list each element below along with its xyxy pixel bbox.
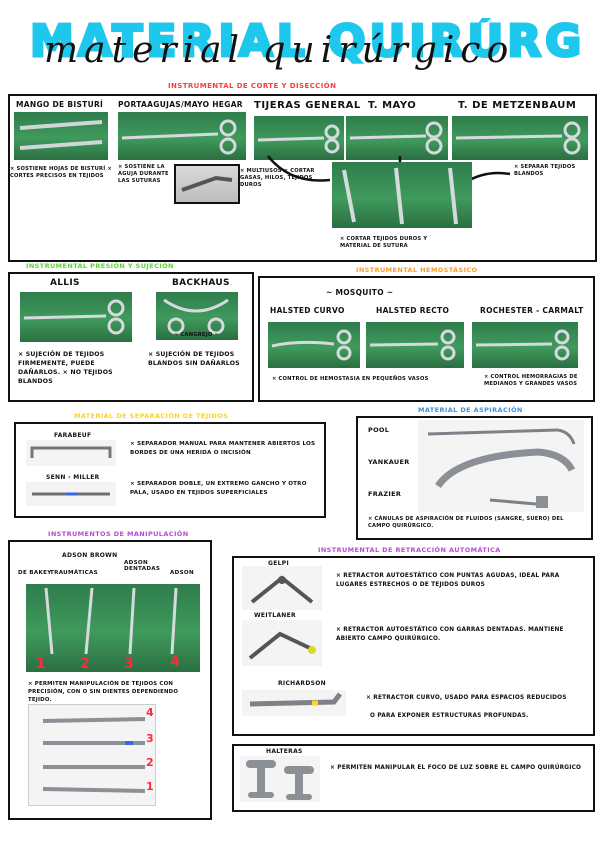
label-halsted-curvo: HALSTED CURVO	[270, 306, 345, 315]
label-rochester: ROCHESTER - CARMALT	[480, 306, 584, 315]
badge-h-2: 2	[146, 756, 154, 769]
label-richardson: RICHARDSON	[278, 680, 326, 687]
note-hemostasico-2: × CONTROL HEMORRAGIAS DE MEDIANOS Y GRAN…	[484, 374, 578, 387]
photo-weitlaner	[242, 620, 322, 666]
note-mango: × SOSTIENE HOJAS DE BISTURÍ × CORTES PRE…	[10, 166, 112, 179]
note-halteras: × PERMITEN MANIPULAR EL FOCO DE LUZ SOBR…	[330, 765, 582, 771]
label-t-mayo: T. MAYO	[368, 100, 417, 111]
badge-h-4: 4	[146, 706, 154, 719]
photo-halsted-recto	[366, 322, 464, 368]
note-senn-miller: × SEPARADOR DOBLE, UN EXTREMO GANCHO Y O…	[130, 481, 307, 496]
photo-pinzas	[26, 584, 200, 672]
note-portaagujas: × SOSTIENE LA AGUJA DURANTE LAS SUTURAS	[118, 164, 169, 184]
note-allis: × SUJECIÓN DE TEJIDOS FIRMEMENTE, PUEDE …	[18, 351, 113, 385]
badge-3: 3	[124, 656, 134, 672]
section-title-presion: INSTRUMENTAL PRESIÓN Y SUJECIÓN	[26, 262, 174, 270]
section-title-hemostasico: INSTRUMENTAL HEMOSTÁSICO	[356, 266, 478, 274]
label-t-metzenbaum: T. DE METZENBAUM	[458, 100, 577, 111]
note-farabeuf: × SEPARADOR MANUAL PARA MANTENER ABIERTO…	[130, 441, 316, 456]
label-adson: ADSON	[170, 570, 194, 576]
photo-tijeras-puntas	[332, 162, 472, 228]
photo-tijeras-general	[254, 116, 344, 160]
tag-cangrejo: ~ CANGREJO ~	[174, 332, 220, 338]
label-adson-dentadas: ADSON DENTADAS	[124, 560, 161, 572]
label-weitlaner: WEITLANER	[254, 612, 296, 619]
note-richardson-1: × RETRACTOR CURVO, USADO PARA ESPACIOS R…	[366, 695, 567, 701]
badge-2: 2	[80, 656, 90, 672]
note-gelpi: × RETRACTOR AUTOESTÁTICO CON PUNTAS AGUD…	[336, 573, 560, 588]
label-pool: POOL	[368, 426, 390, 434]
label-tijeras-general: TIJERAS GENERAL	[254, 100, 361, 111]
section-title-corte: INSTRUMENTAL DE CORTE Y DISECCIÓN	[168, 82, 337, 90]
title-script: material quirúrgico	[44, 30, 514, 71]
label-allis: ALLIS	[50, 278, 80, 288]
photo-halsted-curvo	[268, 322, 360, 368]
photo-t-metzenbaum	[452, 116, 588, 160]
label-halteras: HALTERAS	[266, 748, 303, 755]
label-gelpi: GELPI	[268, 560, 289, 567]
label-backhaus: BACKHAUS	[172, 278, 230, 288]
photo-portaagujas-detalle	[174, 164, 240, 204]
label-frazier: FRAZIER	[368, 490, 402, 498]
note-metzenbaum: × SEPARAR TEJIDOS BLANDOS	[514, 164, 576, 177]
section-title-separacion: MATERIAL DE SEPARACIÓN DE TEJIDOS	[74, 412, 229, 420]
note-hemostasico-1: × CONTROL DE HEMOSTASIA EN PEQUEÑOS VASO…	[272, 376, 429, 382]
note-backhaus: × SUJECIÓN DE TEJIDOS BLANDOS SIN DAÑARL…	[148, 351, 240, 367]
hemostasico-subtitle: ~ MOSQUITO ~	[326, 288, 394, 297]
label-mango-bisturi: MANGO DE BISTURÍ	[16, 100, 104, 109]
note-tijeras: × MULTIUSOS × CORTAR GASAS, HILOS, TEJID…	[240, 168, 315, 188]
label-traumaticas: TRAUMÁTICAS	[50, 570, 98, 576]
photo-allis	[20, 292, 132, 342]
note-weitlaner: × RETRACTOR AUTOESTÁTICO CON GARRAS DENT…	[336, 627, 564, 642]
photo-richardson	[242, 690, 346, 716]
label-senn-miller: SENN - MILLER	[46, 474, 100, 481]
photo-t-mayo	[346, 116, 448, 160]
photo-portaagujas	[118, 112, 246, 160]
label-adson-brown: ADSON BROWN	[62, 552, 118, 559]
badge-h-3: 3	[146, 732, 154, 745]
label-yankauer: YANKAUER	[368, 458, 410, 466]
photo-rochester	[472, 322, 578, 368]
note-richardson-2: O PARA EXPONER ESTRUCTURAS PROFUNDAS.	[370, 713, 529, 719]
photo-senn-miller	[26, 482, 116, 506]
note-manipulacion: × PERMITEN MANIPULACIÓN DE TEJIDOS CON P…	[28, 681, 179, 703]
photo-halteras	[240, 756, 320, 802]
label-halsted-recto: HALSTED RECTO	[376, 306, 450, 315]
section-title-manipulacion: INSTRUMENTOS DE MANIPULACIÓN	[48, 530, 189, 538]
badge-1: 1	[36, 656, 46, 672]
section-title-retraccion: INSTRUMENTAL DE RETRACCIÓN AUTOMÁTICA	[318, 546, 501, 554]
note-aspiracion: × CÁNULAS DE ASPIRACIÓN DE FLUIDOS (SANG…	[368, 516, 564, 529]
note-mayo: × CORTAR TEJIDOS DUROS Y MATERIAL DE SUT…	[340, 236, 428, 249]
photo-gelpi	[242, 566, 322, 610]
section-title-aspiracion: MATERIAL DE ASPIRACIÓN	[418, 406, 523, 414]
badge-h-1: 1	[146, 780, 154, 793]
badge-4: 4	[170, 654, 180, 670]
svg-text:MATERIAL QUIRÚRGICO: MATERIAL QUIRÚRGICO	[30, 18, 580, 67]
page-title: MATERIAL QUIRÚRGICO material quirúrgico	[29, 18, 581, 71]
label-portaagujas: PORTAAGUJAS/MAYO HEGAR	[118, 100, 243, 109]
photo-farabeuf	[26, 440, 116, 466]
label-farabeuf: FARABEUF	[54, 432, 92, 439]
photo-pinzas-horizontal	[28, 704, 156, 806]
photo-backhaus	[156, 292, 238, 340]
label-debakey: DE BAKEY	[18, 570, 52, 576]
photo-aspiracion	[418, 420, 584, 512]
photo-mango-bisturi	[14, 112, 108, 160]
